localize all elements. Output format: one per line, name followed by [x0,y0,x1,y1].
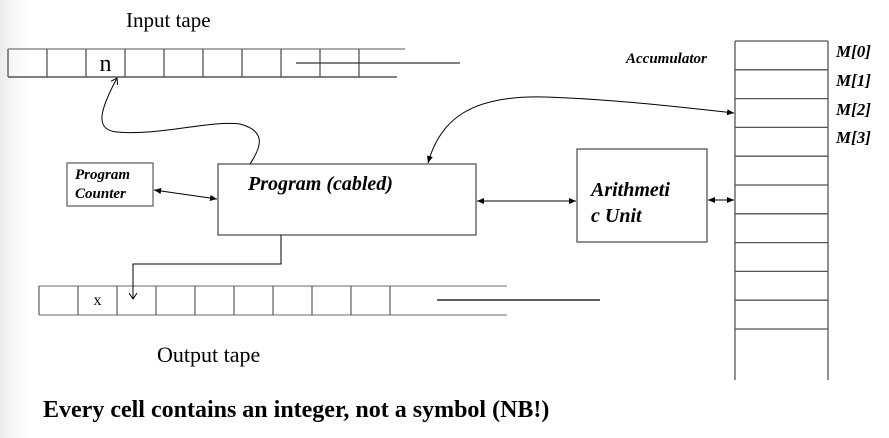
arithmetic-unit-box [576,148,708,243]
footnote: Every cell contains an integer, not a sy… [43,397,550,423]
accumulator-label: Accumulator [626,51,707,67]
pc-program-arrow [153,188,218,201]
input-tape-cell: n [99,51,112,77]
program-memory-arrow [426,96,735,164]
input-tape [7,48,460,78]
memory-row-label: M[1] [836,70,871,90]
program-counter-box [66,162,154,207]
arithmetic-unit-label: Arithmeti c Unit [591,177,670,229]
arithmetic-unit-line2: c Unit [591,205,642,227]
memory-row-label: M[3] [836,128,871,148]
memory-row-label: M[2] [836,99,871,119]
input-tape-title: Input tape [126,8,211,32]
program-box [217,163,477,236]
memory-row-label: M[0] [836,42,871,61]
output-tape-cell: x [93,292,102,309]
arithmetic-unit-line1: Arithmeti [591,179,670,201]
memory-column [734,40,829,380]
output-tape [38,285,600,316]
program-label: Program (cabled) [248,173,393,195]
program-counter-line1: Program [75,167,131,183]
program-to-input-head-arrow [101,78,260,165]
output-tape-title: Output tape [157,342,261,367]
program-counter-label: Program Counter [75,166,130,204]
program-counter-line2: Counter [75,186,126,202]
program-to-output-head-arrow [133,235,282,299]
